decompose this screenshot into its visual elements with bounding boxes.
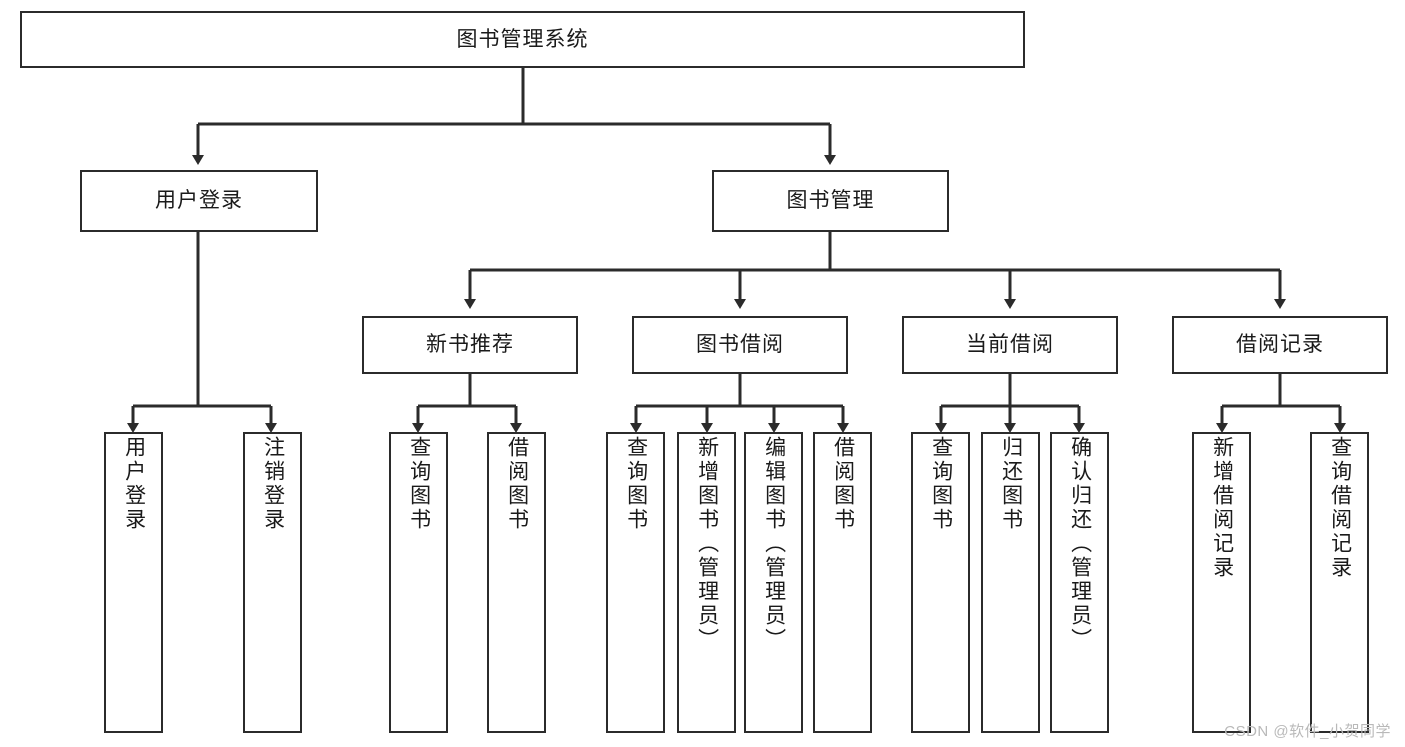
leaf-edit-book-label: 编辑图书（管理员） (762, 436, 786, 652)
node-borrow-record[interactable]: 借阅记录 (1172, 316, 1388, 374)
leaf-return-book-label: 归还图书 (999, 436, 1023, 532)
leaf-user-login[interactable]: 用户登录 (104, 432, 163, 733)
leaf-add-book-label: 新增图书（管理员） (695, 436, 719, 652)
node-user-login[interactable]: 用户登录 (80, 170, 318, 232)
node-borrow-record-label: 借阅记录 (1236, 333, 1324, 357)
leaf-query-book-1-label: 查询图书 (407, 436, 431, 532)
node-book-borrow-label: 图书借阅 (696, 333, 784, 357)
leaf-borrow-book-1[interactable]: 借阅图书 (487, 432, 546, 733)
leaf-confirm-return[interactable]: 确认归还（管理员） (1050, 432, 1109, 733)
node-new-book-recommend[interactable]: 新书推荐 (362, 316, 578, 374)
node-root-label: 图书管理系统 (456, 27, 589, 51)
leaf-return-book[interactable]: 归还图书 (981, 432, 1040, 733)
leaf-borrow-book-2-label: 借阅图书 (831, 436, 855, 532)
leaf-add-record-label: 新增借阅记录 (1210, 436, 1234, 580)
leaf-query-record-label: 查询借阅记录 (1328, 436, 1352, 580)
node-book-manage-label: 图书管理 (786, 189, 875, 213)
leaf-logout-login[interactable]: 注销登录 (243, 432, 302, 733)
leaf-query-book-3[interactable]: 查询图书 (911, 432, 970, 733)
node-book-manage[interactable]: 图书管理 (712, 170, 949, 232)
node-new-book-recommend-label: 新书推荐 (426, 333, 514, 357)
leaf-edit-book[interactable]: 编辑图书（管理员） (744, 432, 803, 733)
leaf-add-record[interactable]: 新增借阅记录 (1192, 432, 1251, 733)
leaf-borrow-book-1-label: 借阅图书 (505, 436, 529, 532)
node-user-login-label: 用户登录 (155, 189, 243, 213)
leaf-confirm-return-label: 确认归还（管理员） (1068, 436, 1092, 652)
node-current-borrow[interactable]: 当前借阅 (902, 316, 1118, 374)
leaf-query-book-1[interactable]: 查询图书 (389, 432, 448, 733)
leaf-query-book-2-label: 查询图书 (624, 436, 648, 532)
leaf-logout-login-label: 注销登录 (261, 436, 285, 532)
leaf-query-book-2[interactable]: 查询图书 (606, 432, 665, 733)
leaf-add-book[interactable]: 新增图书（管理员） (677, 432, 736, 733)
leaf-user-login-label: 用户登录 (122, 436, 146, 532)
node-root[interactable]: 图书管理系统 (20, 11, 1025, 68)
leaf-borrow-book-2[interactable]: 借阅图书 (813, 432, 872, 733)
leaf-query-record[interactable]: 查询借阅记录 (1310, 432, 1369, 733)
leaf-query-book-3-label: 查询图书 (929, 436, 953, 532)
node-current-borrow-label: 当前借阅 (966, 333, 1054, 357)
node-book-borrow[interactable]: 图书借阅 (632, 316, 848, 374)
